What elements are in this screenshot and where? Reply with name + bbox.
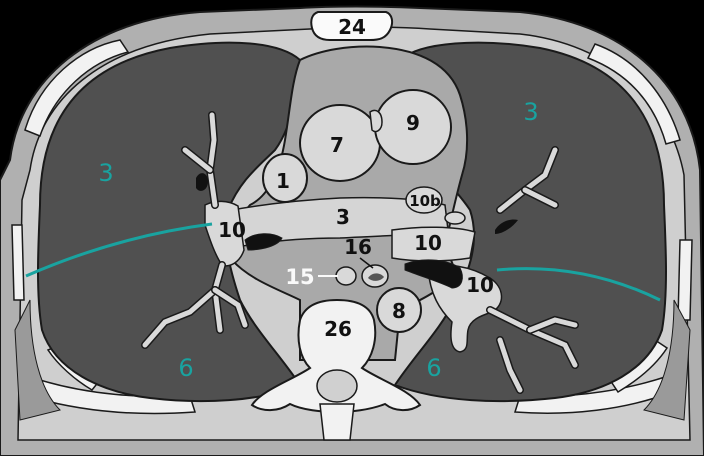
label-la-appendage: 1 [276, 169, 290, 193]
label-right-pa-lower: 10 [466, 273, 494, 297]
label-esophagus: 15 [285, 265, 314, 289]
label-ascending-aorta: 7 [330, 133, 344, 157]
label-pulmonary-trunk: 3 [336, 205, 350, 229]
spinous-process [320, 404, 354, 440]
label-bronchus: 16 [344, 235, 372, 259]
label-left-pa-branch: 10 [218, 218, 246, 242]
small-vessel [370, 110, 382, 131]
label-sternum: 24 [338, 15, 366, 39]
label-right-lower-lobe: 6 [426, 354, 441, 382]
label-right-pa-small: 10b [409, 192, 441, 210]
label-descending-aorta: 8 [392, 299, 406, 323]
pa-stub [445, 212, 465, 224]
label-left-upper-lobe: 3 [98, 159, 113, 187]
label-vertebra: 26 [324, 317, 352, 341]
label-right-upper-lobe: 3 [523, 98, 538, 126]
label-right-pa: 10 [414, 231, 442, 255]
esophagus [336, 267, 356, 285]
label-left-lower-lobe: 6 [178, 354, 193, 382]
spinal-canal [317, 370, 357, 402]
label-svc: 9 [406, 111, 420, 135]
